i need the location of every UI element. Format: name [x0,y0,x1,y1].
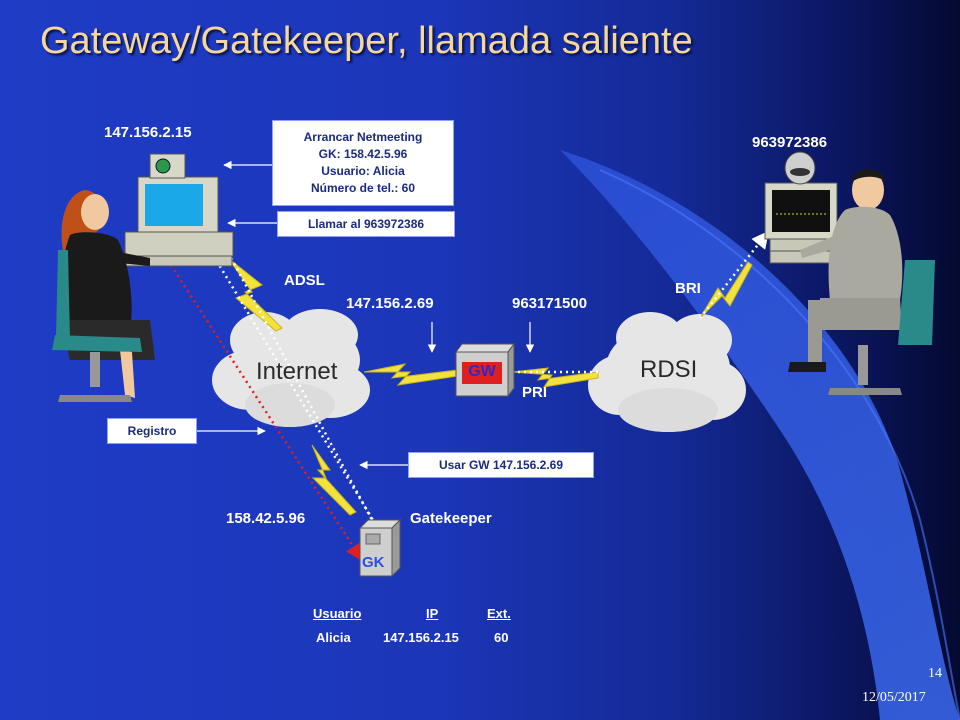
client-person [52,190,155,402]
gateway-device [455,342,515,398]
internet-cloud [212,309,370,427]
decorative-sweep [560,150,960,720]
use-gw-box: Usar GW 147.156.2.69 [408,452,594,478]
gw-number-label: 963171500 [512,295,588,312]
camera-icon [155,158,171,174]
client-computer [111,153,234,267]
slide-title: Gateway/Gatekeeper, llamada saliente [40,20,693,62]
slide-date: 12/05/2017 [862,690,926,705]
callee-number-label: 963972386 [752,134,828,151]
adsl-link [227,257,283,332]
start-line-4: Número de tel.: 60 [310,181,416,195]
gw-internet-link [363,363,459,386]
gw-ip-label: 147.156.2.69 [346,295,434,312]
gk-ip-label: 158.42.5.96 [226,510,306,527]
pri-link [511,367,599,388]
start-line-1: Arrancar Netmeeting [303,130,423,144]
start-line-2: GK: 158.42.5.96 [318,147,408,161]
call-box: Llamar al 963972386 [277,211,455,237]
gatekeeper-label: Gatekeeper [410,510,492,527]
bri-label: BRI [675,280,701,297]
table-cell-ip: 147.156.2.15 [383,630,459,645]
annotation-arrows [197,160,535,470]
callee-person [788,169,935,395]
callee-computer [764,151,838,264]
table-header-usuario: Usuario [313,606,362,621]
table-header-ext: Ext. [487,606,511,621]
registro-box: Registro [107,418,197,444]
gatekeeper-device [358,518,402,578]
adsl-label: ADSL [284,272,325,289]
rdsi-cloud-label: RDSI [640,356,698,383]
table-cell-ext: 60 [494,630,509,645]
page-number: 14 [928,666,942,681]
internet-cloud-label: Internet [256,358,338,385]
start-netmeeting-box: Arrancar Netmeeting GK: 158.42.5.96 Usua… [272,120,454,206]
gw-device-label: GW [468,363,496,380]
registration-path [143,224,364,562]
start-line-3: Usuario: Alicia [321,164,405,178]
rdsi-cloud [588,312,746,432]
table-header-ip: IP [426,606,439,621]
gk-link [311,444,357,516]
decorative-sweep-edge [599,169,960,720]
client-ip-label: 147.156.2.15 [104,124,192,141]
bri-link [699,261,753,319]
pri-label: PRI [522,384,548,401]
table-cell-usuario: Alicia [316,630,351,645]
gk-device-label: GK [362,554,385,571]
